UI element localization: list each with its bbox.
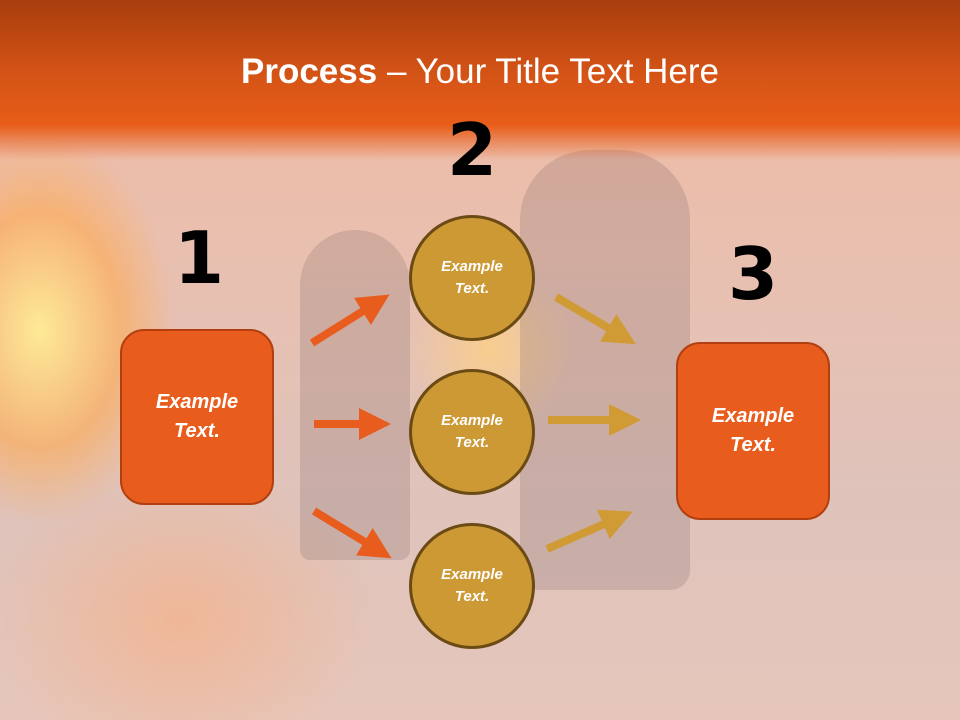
arrow-top-to-right: [553, 293, 636, 345]
step-number-1: 1: [173, 216, 225, 300]
arrow-bottom-to-right: [545, 509, 633, 553]
circle-middle-line2: Text.: [454, 434, 490, 451]
start-box-line2: Text.: [174, 420, 220, 442]
title-bold: Process: [241, 52, 378, 91]
start-box-line1: Example: [155, 391, 239, 413]
title-bar: [0, 0, 960, 160]
end-box-line1: Example: [711, 405, 795, 427]
title-rest: – Your Title Text Here: [377, 52, 719, 91]
silhouette-figure-left: [300, 230, 410, 560]
circle-top-line2: Text.: [454, 280, 490, 297]
arrow-left-to-top: [309, 294, 390, 347]
circle-middle-line1: Example: [441, 411, 503, 429]
slide-title: Process – Your Title Text Here: [0, 52, 960, 92]
end-box-line2: Text.: [730, 434, 776, 456]
circle-bottom-line1: Example: [441, 565, 503, 583]
circle-top-line1: Example: [441, 257, 503, 275]
step-number-3: 3: [727, 232, 779, 316]
circle-bottom-line2: Text.: [454, 588, 490, 605]
arrow-left-to-bottom: [311, 507, 392, 559]
step-number-2: 2: [446, 108, 498, 192]
